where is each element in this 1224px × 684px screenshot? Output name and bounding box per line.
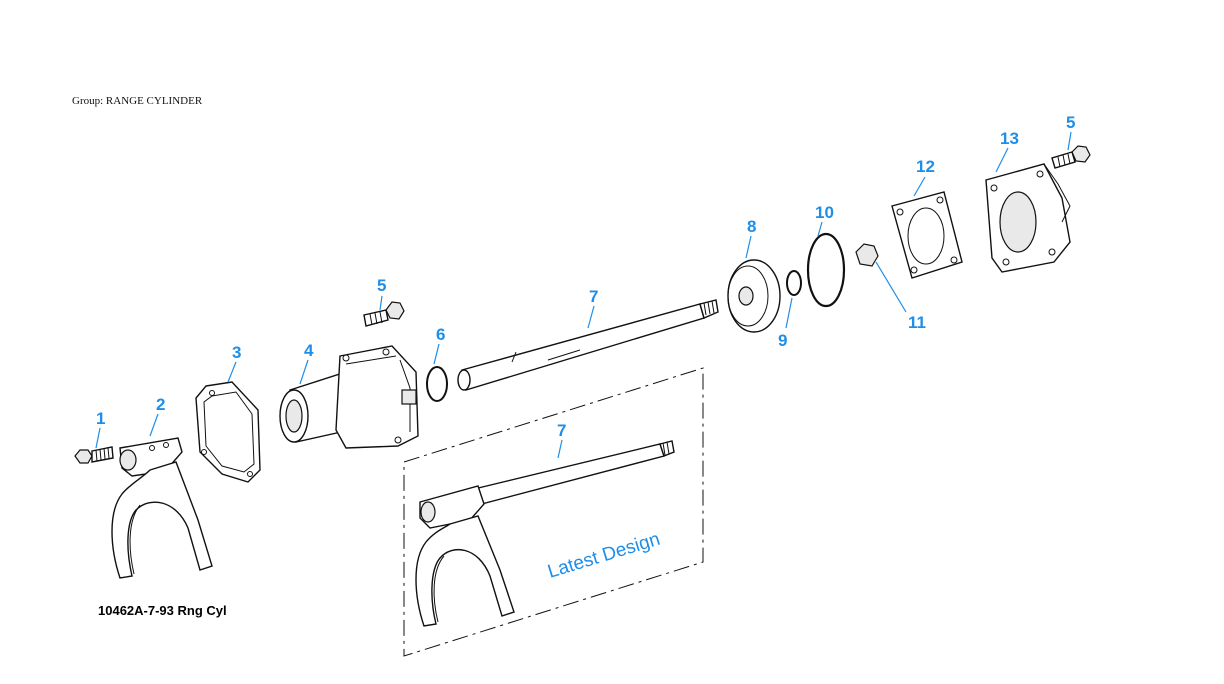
callout-12: 12: [916, 157, 935, 176]
snap-ring-part-9: [786, 270, 802, 296]
bolt-part-5-right: [1051, 145, 1091, 169]
bolt-part-5-left: [363, 301, 405, 327]
callout-6: 6: [436, 325, 445, 344]
callout-7-latest: 7: [557, 421, 566, 440]
callout-9: 9: [778, 331, 787, 350]
callout-1: 1: [96, 409, 105, 428]
callout-5-left: 5: [377, 276, 386, 295]
figure-caption: 10462A-7-93 Rng Cyl: [98, 603, 227, 618]
callout-7-top: 7: [589, 287, 598, 306]
latest-design-label: Latest Design: [545, 529, 662, 583]
nut-part-11: [855, 243, 879, 267]
callout-8: 8: [747, 217, 756, 236]
callout-leaders: [95, 131, 1072, 459]
latest-design-box: [403, 367, 704, 657]
gasket-plate-part-12: [891, 191, 963, 279]
cylinder-housing-part-4: [279, 345, 419, 449]
callout-13: 13: [1000, 129, 1019, 148]
callout-numbers: 1 2 3 4 5 6 7 8 9 10 11 12 13 5 7: [96, 113, 1075, 440]
callout-10: 10: [815, 203, 834, 222]
cover-part-13: [985, 163, 1071, 273]
callout-5-right: 5: [1066, 113, 1075, 132]
gasket-part-3: [195, 381, 261, 483]
shift-fork-part-2: [111, 437, 213, 579]
o-ring-part-10: [806, 232, 846, 308]
piston-part-8: [727, 259, 781, 333]
bolt-part-1: [74, 446, 114, 464]
piston-rod-part-7: [457, 299, 719, 391]
group-title: Group: RANGE CYLINDER: [72, 95, 203, 107]
callout-2: 2: [156, 395, 165, 414]
latest-design-shaft-fork: [415, 440, 675, 627]
callout-11: 11: [908, 313, 926, 332]
o-ring-part-6: [426, 366, 448, 402]
callout-3: 3: [232, 343, 241, 362]
callout-4: 4: [304, 341, 314, 360]
